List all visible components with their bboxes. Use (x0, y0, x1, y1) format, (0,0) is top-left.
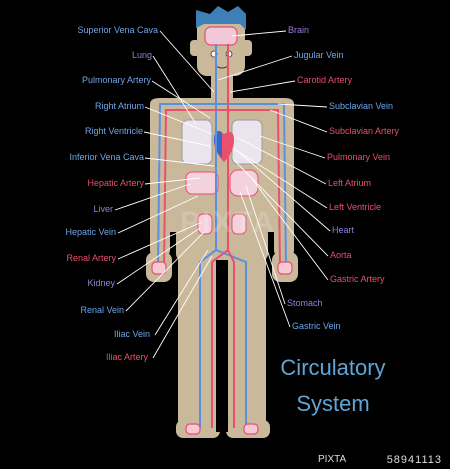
label-left-ventricle: Left Ventricle (329, 202, 382, 212)
label-iliac-vein: Iliac Vein (113, 329, 150, 339)
label-lung: Lung (131, 50, 152, 60)
label-right-atrium: Right Atrium (94, 101, 144, 111)
right-lung (181, 119, 213, 165)
label-hepatic-vein: Hepatic Vein (65, 227, 116, 237)
stomach-organ (229, 169, 259, 197)
label-jugular-vein: Jugular Vein (294, 50, 344, 60)
footer-image-id: 58941113 (386, 454, 442, 466)
label-right-ventricle: Right Ventricle (84, 126, 143, 136)
hand-foot-capillaries (151, 261, 293, 435)
label-superior-vena-cava: Superior Vena Cava (77, 25, 158, 35)
label-iliac-artery: Iliac Artery (105, 352, 148, 362)
brain-organ (204, 26, 238, 46)
leader-lines-right (217, 30, 331, 328)
footer-logo: PIXTA (318, 454, 347, 465)
watermark: PIXTA (180, 206, 277, 239)
label-subclavian-vein: Subclavian Vein (329, 101, 394, 111)
leader-lines-left (114, 30, 215, 359)
liver-organ (185, 171, 219, 195)
hair (196, 6, 246, 30)
label-carotid-artery: Carotid Artery (297, 75, 353, 85)
footer-bar (0, 452, 450, 469)
label-renal-vein: Renal Vein (80, 305, 124, 315)
label-heart: Heart (332, 225, 355, 235)
label-aorta: Aorta (330, 250, 352, 260)
label-liver: Liver (93, 204, 113, 214)
label-left-atrium: Left Atrium (328, 178, 372, 188)
right-leg (178, 250, 216, 430)
title-line-2: System (296, 391, 370, 416)
label-pulmonary-artery: Pulmonary Artery (81, 75, 151, 85)
label-gastric-artery: Gastric Artery (330, 274, 385, 284)
label-kidney: Kidney (87, 278, 115, 288)
label-stomach: Stomach (287, 298, 323, 308)
left-kidney (231, 213, 247, 235)
label-pulmonary-vein: Pulmonary Vein (327, 152, 391, 162)
label-brain: Brain (288, 25, 310, 35)
label-subclavian-artery: Subclavian Artery (329, 126, 400, 136)
label-gastric-vein: Gastric Vein (292, 321, 341, 331)
title-line-1: Circulatory (280, 355, 386, 380)
label-inferior-vena-cava: Inferior Vena Cava (69, 152, 144, 162)
label-hepatic-artery: Hepatic Artery (87, 178, 144, 188)
label-renal-artery: Renal Artery (66, 253, 116, 263)
